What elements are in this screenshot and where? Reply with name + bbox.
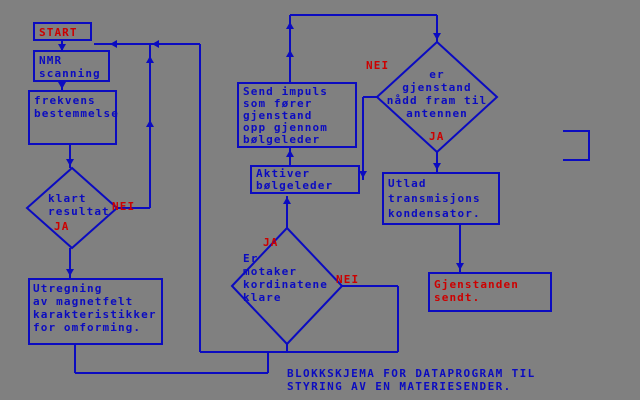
- motaker-label: Er motaker kordinatene klare: [243, 252, 328, 304]
- utlad-kondensator-node: Utlad transmisjons kondensator.: [382, 172, 500, 225]
- start-node: START: [33, 22, 92, 41]
- decision-diamond-outlines: [25, 40, 499, 346]
- right-bracket-shape: [563, 130, 590, 161]
- gjenstanden-sendt-node: Gjenstanden sendt.: [428, 272, 552, 312]
- caption-line-1: BLOKKSKJEMA FOR DATAPROGRAM TIL: [287, 367, 536, 380]
- send-impuls-node: Send impuls som fører gjenstand opp gjen…: [237, 82, 357, 148]
- caption-line-2: STYRING AV EN MATERIESENDER.: [287, 380, 512, 393]
- motaker-diamond: [230, 226, 344, 346]
- klart-resultat-label: klart resultat: [48, 192, 110, 218]
- klart-ja-label: JA: [54, 220, 70, 233]
- utregning-node: Utregning av magnetfelt karakteristikker…: [28, 278, 163, 345]
- frekvens-bestemmelse-node: frekvens bestemmelse: [28, 90, 118, 145]
- nadd-nei-label: NEI: [366, 59, 390, 72]
- klart-resultat-diamond: [25, 166, 119, 250]
- gjenstand-nadd-label: er gjenstand nådd fram til antennen: [386, 68, 488, 120]
- klart-nei-label: NEI: [112, 200, 136, 213]
- motaker-ja-label: JA: [263, 236, 279, 249]
- nmr-scanning-node: NMR scanning: [33, 50, 110, 82]
- nadd-ja-label: JA: [429, 130, 445, 143]
- gjenstand-nadd-diamond: [375, 40, 499, 154]
- aktiver-bolgeleder-node: Aktiver bølgeleder: [250, 165, 360, 194]
- motaker-nei-label: NEI: [336, 273, 360, 286]
- arrowheads: [58, 22, 464, 276]
